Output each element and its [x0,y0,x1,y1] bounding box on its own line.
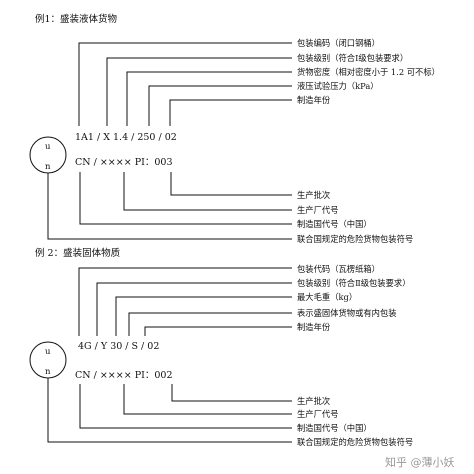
un-letter-u: u [45,347,51,357]
label-manufacture-year: 制造年份 [297,95,331,105]
label-test-pressure: 液压试验压力（kPa） [297,81,379,91]
label-un-symbol: 联合国规定的危险货物包装符号 [297,234,413,244]
label-country-code: 制造国代号（中国） [297,219,372,229]
example-1: 例1：盛装液体货物 1A1 / X 1.4 / 250 / 02 u n CN … [29,13,440,244]
un-letter-n: n [45,162,51,172]
example-1-code: 1A1 / X 1.4 / 250 / 02 [75,132,177,143]
example-2-heading: 例 2：盛装固体物质 [35,247,121,259]
example-2: 例 2：盛装固体物质 4G / Y 30 / S / 02 u n CN / ×… [29,247,413,447]
label-max-gross-weight: 最大毛重（kg） [297,292,357,302]
un-letter-n: n [45,367,51,377]
label-packing-group: 包装级别（符合Ⅰ级包装要求） [297,53,408,63]
example-1-heading: 例1：盛装液体货物 [35,13,118,25]
un-symbol: u n [29,341,67,379]
label-manufacturer-code: 生产厂代号 [297,409,339,419]
label-packaging-code: 包装代码（瓦楞纸箱） [297,264,380,274]
label-manufacture-year: 制造年份 [297,322,331,332]
label-packing-group: 包装级别（符合Ⅱ级包装要求） [297,278,411,288]
label-un-symbol: 联合国规定的危险货物包装符号 [297,437,413,447]
example-1-mark-row: CN / ×××× PI：003 [75,157,173,168]
example-2-mark-row: CN / ×××× PI：002 [75,370,173,381]
label-density: 货物密度（相对密度小于 1.2 可不标） [297,67,440,77]
un-symbol: u n [29,136,67,174]
label-manufacturer-code: 生产厂代号 [297,205,339,215]
example-2-lower-leaders [47,378,292,443]
label-batch: 生产批次 [297,190,330,200]
un-letter-u: u [45,142,51,152]
label-country-code: 制造国代号（中国） [297,423,372,433]
example-2-upper-leaders [78,267,292,336]
label-packaging-code: 包装编码（闭口钢桶） [297,38,380,48]
label-solid-or-inner: 表示盛固体货物或有内包装 [297,308,397,318]
example-1-upper-leaders [78,42,292,126]
example-1-lower-leaders [47,172,292,240]
watermark: 知乎 @薄小妖 [385,455,455,469]
label-batch: 生产批次 [297,396,330,406]
example-2-code: 4G / Y 30 / S / 02 [78,341,159,352]
